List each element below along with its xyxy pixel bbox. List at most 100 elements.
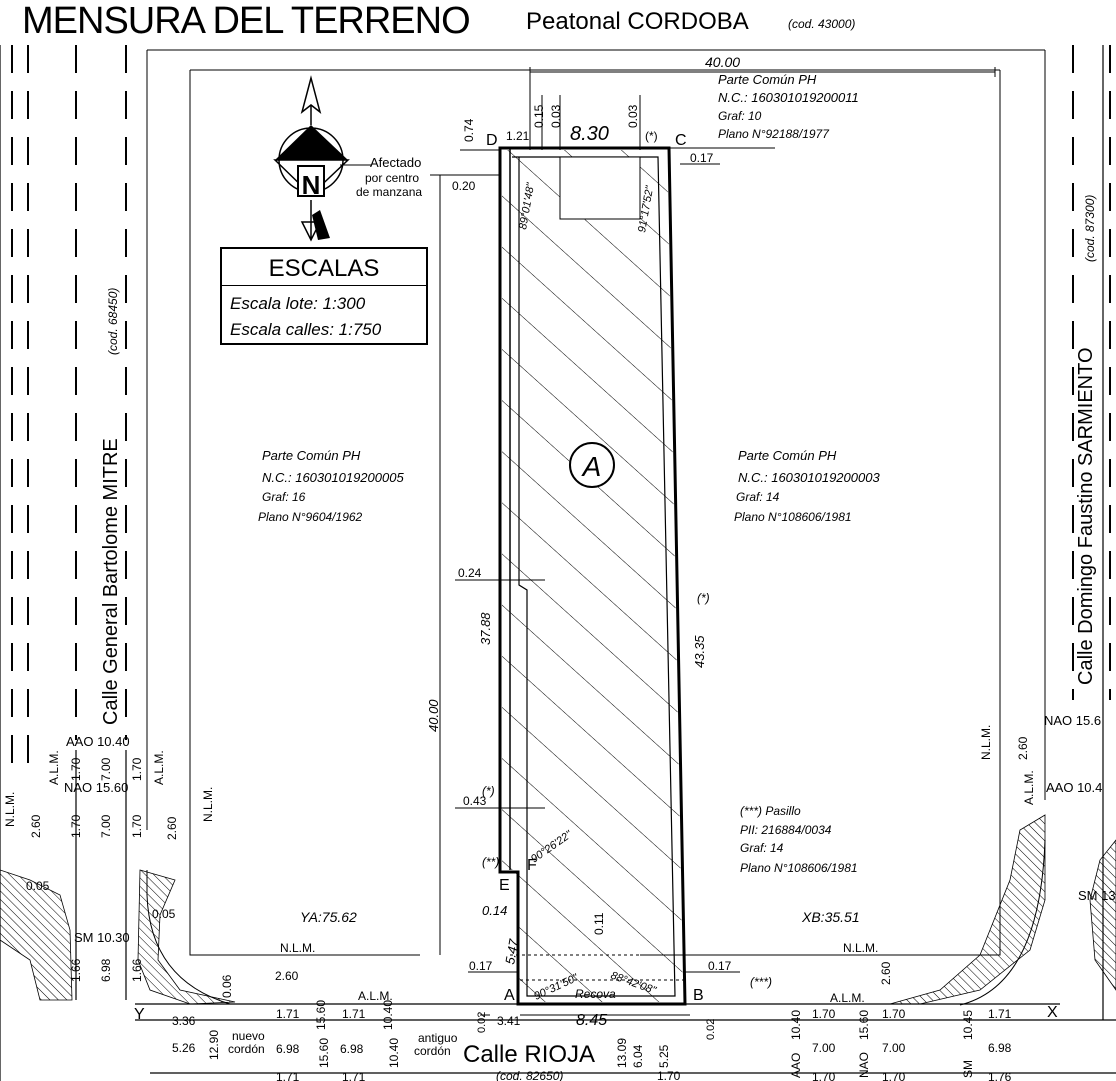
dim-right-side: 43.35 bbox=[692, 635, 707, 668]
coord-ya: YA:75.62 bbox=[300, 909, 357, 925]
lot-label: A bbox=[581, 451, 602, 482]
bottom-698b: 6.98 bbox=[340, 1042, 364, 1056]
corner-hatching bbox=[0, 814, 1116, 1005]
right-260a: 2.60 bbox=[1016, 736, 1030, 760]
lot-a: A bbox=[498, 146, 690, 1006]
parcel-east-line2: N.C.: 160301019200003 bbox=[738, 470, 880, 485]
right-aao: AAO 10.4 bbox=[1046, 780, 1102, 795]
bottom-cordon-b: cordón bbox=[414, 1044, 451, 1058]
dim-011: 0.11 bbox=[592, 912, 606, 935]
parcel-west-line4: Plano N°9604/1962 bbox=[258, 510, 363, 524]
dim-074: 0.74 bbox=[462, 118, 476, 142]
right-bottom-sm: SM bbox=[961, 1060, 975, 1078]
right-bottom-1040: 10.40 bbox=[789, 1010, 803, 1040]
dim-top-front: 8.30 bbox=[570, 123, 609, 145]
pasillo-line3: Graf: 14 bbox=[740, 841, 784, 855]
scale-lot: Escala lote: 1:300 bbox=[230, 294, 366, 313]
right-bottom-171: 1.71 bbox=[988, 1007, 1012, 1021]
compass-note-2: por centro bbox=[365, 171, 419, 185]
bottom-171b: 1.71 bbox=[342, 1007, 366, 1021]
parcel-pasillo-note: (***) Pasillo PII: 216884/0034 Graf: 14 … bbox=[740, 804, 858, 875]
right-bottom-170c: 1.70 bbox=[812, 1070, 836, 1081]
left-260c: 2.60 bbox=[275, 969, 299, 983]
left-aao: AAO 10.40 bbox=[66, 734, 130, 749]
dim-002a: 0.02 bbox=[476, 1012, 488, 1033]
corner-d: D bbox=[486, 132, 498, 149]
nlm-bottom-right: N.L.M. bbox=[843, 941, 878, 955]
street-south-name: Calle RIOJA bbox=[463, 1041, 595, 1068]
scales-title: ESCALAS bbox=[268, 255, 380, 282]
right-bottom-700b: 7.00 bbox=[882, 1041, 906, 1055]
coord-xb: XB:35.51 bbox=[801, 909, 860, 925]
parcel-east-line1: Parte Común PH bbox=[738, 448, 837, 463]
dim-017-bl: 0.17 bbox=[469, 959, 493, 973]
left-005a: 0.05 bbox=[26, 879, 50, 893]
dim-left-side: 37.88 bbox=[478, 612, 493, 645]
bottom-171a: 1.71 bbox=[276, 1007, 300, 1021]
alm-bottom-left: A.L.M. bbox=[358, 989, 393, 1003]
corner-f: F bbox=[527, 857, 537, 874]
bottom-336: 3.36 bbox=[172, 1014, 196, 1028]
left-170b: 1.70 bbox=[130, 757, 144, 781]
lot-dimension-labels: D C A B E F X Y 8.30 1.21 (*) 0.15 0.03 … bbox=[134, 104, 1058, 1040]
dim-top-total: 40.00 bbox=[705, 54, 740, 70]
left-166a: 1.66 bbox=[69, 958, 83, 982]
bottom-698a: 6.98 bbox=[276, 1042, 300, 1056]
alm-bottom-right: A.L.M. bbox=[830, 991, 865, 1005]
left-nlm-b: N.L.M. bbox=[201, 787, 215, 822]
compass-note-3: de manzana bbox=[356, 185, 422, 199]
dim-547: 5.47 bbox=[502, 937, 521, 965]
bottom-nuevo: nuevo bbox=[232, 1029, 265, 1043]
corner-b: B bbox=[693, 987, 704, 1004]
right-260b: 2.60 bbox=[879, 961, 893, 985]
street-east-name: Calle Domingo Faustino SARMIENTO bbox=[1075, 347, 1097, 685]
right-bottom-1560: 15.60 bbox=[857, 1010, 871, 1040]
parcel-north-line3: Graf: 10 bbox=[718, 109, 762, 123]
left-alm-top: A.L.M. bbox=[47, 750, 61, 785]
bottom-1290: 12.90 bbox=[207, 1030, 221, 1060]
dim-024: 0.24 bbox=[458, 566, 482, 580]
left-260a: 2.60 bbox=[29, 814, 43, 838]
corner-e: E bbox=[499, 877, 510, 894]
pasillo-line2: PII: 216884/0034 bbox=[740, 823, 832, 837]
right-sm: SM 13 bbox=[1078, 888, 1116, 903]
dim-002b: 0.02 bbox=[705, 1019, 717, 1040]
street-south-code: (cod. 82650) bbox=[496, 1069, 563, 1081]
parcel-west-note: Parte Común PH N.C.: 160301019200005 Gra… bbox=[258, 448, 404, 524]
dim-left-total: 40.00 bbox=[426, 699, 441, 732]
dim-bottom-front: 8.45 bbox=[576, 1012, 607, 1029]
right-bottom-nao: NAO bbox=[857, 1052, 871, 1078]
right-bottom-170a: 1.70 bbox=[812, 1007, 836, 1021]
mark-star-right: (*) bbox=[697, 591, 710, 605]
mark-triple-star: (***) bbox=[750, 975, 772, 989]
scale-streets: Escala calles: 1:750 bbox=[230, 320, 382, 339]
bottom-526: 5.26 bbox=[172, 1041, 196, 1055]
dim-003a: 0.03 bbox=[549, 104, 563, 128]
dim-121: 1.21 bbox=[506, 129, 530, 143]
mark-star-top: (*) bbox=[645, 129, 658, 143]
bottom-1040a: 10.40 bbox=[381, 1000, 395, 1030]
block-outline bbox=[146, 49, 1046, 1006]
bottom-171c: 1.71 bbox=[276, 1070, 300, 1081]
dim-015: 0.15 bbox=[532, 104, 546, 128]
parcel-north-note: 40.00 Parte Común PH N.C.: 1603010192000… bbox=[705, 54, 859, 141]
parcel-west-line3: Graf: 16 bbox=[262, 490, 306, 504]
dim-017-top: 0.17 bbox=[690, 151, 714, 165]
left-nlm-a: N.L.M. bbox=[3, 792, 17, 827]
mark-star-left: (*) bbox=[482, 784, 495, 798]
right-nao: NAO 15.6 bbox=[1044, 713, 1101, 728]
corner-a: A bbox=[504, 987, 515, 1004]
compass-note-1: Afectado bbox=[370, 155, 421, 170]
left-006: 0.06 bbox=[220, 974, 234, 998]
left-alm-side: A.L.M. bbox=[152, 750, 166, 785]
left-nao: NAO 15.60 bbox=[64, 780, 128, 795]
dim-341: 3.41 bbox=[497, 1014, 521, 1028]
dim-014: 0.14 bbox=[482, 903, 507, 918]
right-bottom-698: 6.98 bbox=[988, 1041, 1012, 1055]
parcel-west-line1: Parte Común PH bbox=[262, 448, 361, 463]
left-698: 6.98 bbox=[99, 958, 113, 982]
plan-street-code: (cod. 43000) bbox=[788, 17, 856, 31]
pasillo-line4: Plano N°108606/1981 bbox=[740, 861, 858, 875]
street-west-name: Calle General Bartolome MITRE bbox=[100, 438, 122, 725]
left-170c: 1.70 bbox=[69, 814, 83, 838]
